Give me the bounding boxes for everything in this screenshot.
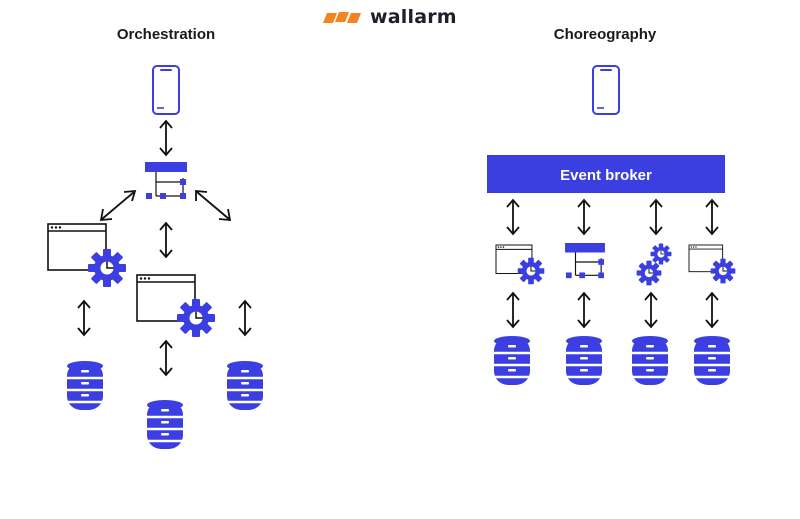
double-arrow-icon xyxy=(705,292,719,328)
double-arrow-icon xyxy=(195,190,232,222)
brand-logo: wallarm xyxy=(322,6,457,28)
event-broker xyxy=(487,155,725,193)
double-arrow-icon xyxy=(705,199,719,235)
gear-icon xyxy=(176,298,216,338)
phone-icon xyxy=(152,65,180,115)
double-arrow-icon xyxy=(506,292,520,328)
gear-icon xyxy=(636,260,662,286)
orchestration-title: Orchestration xyxy=(116,26,216,43)
gear-icon xyxy=(87,248,127,288)
database-icon xyxy=(630,334,670,387)
gear-icon xyxy=(710,258,736,284)
database-icon xyxy=(65,359,105,412)
wallarm-logo-icon xyxy=(323,12,361,23)
database-icon xyxy=(145,398,185,451)
choreography-title: Choreography xyxy=(553,26,657,43)
database-icon xyxy=(225,359,265,412)
double-arrow-icon xyxy=(159,340,173,376)
double-arrow-icon xyxy=(577,199,591,235)
double-arrow-icon xyxy=(159,222,173,258)
orchestrator-icon xyxy=(144,161,188,200)
double-arrow-icon xyxy=(577,292,591,328)
double-arrow-icon xyxy=(77,300,91,336)
double-arrow-icon xyxy=(644,292,658,328)
brand-name: wallarm xyxy=(370,6,457,28)
double-arrow-icon xyxy=(506,199,520,235)
double-arrow-icon xyxy=(238,300,252,336)
database-icon xyxy=(492,334,532,387)
double-arrow-icon xyxy=(159,120,173,156)
orchestrator-icon xyxy=(564,242,606,279)
database-icon xyxy=(692,334,732,387)
double-arrow-icon xyxy=(649,199,663,235)
phone-icon xyxy=(592,65,620,115)
gear-icon xyxy=(650,243,672,265)
database-icon xyxy=(564,334,604,387)
double-arrow-icon xyxy=(99,189,137,222)
gear-icon xyxy=(517,257,545,285)
event-broker-label: Event broker xyxy=(560,167,652,184)
